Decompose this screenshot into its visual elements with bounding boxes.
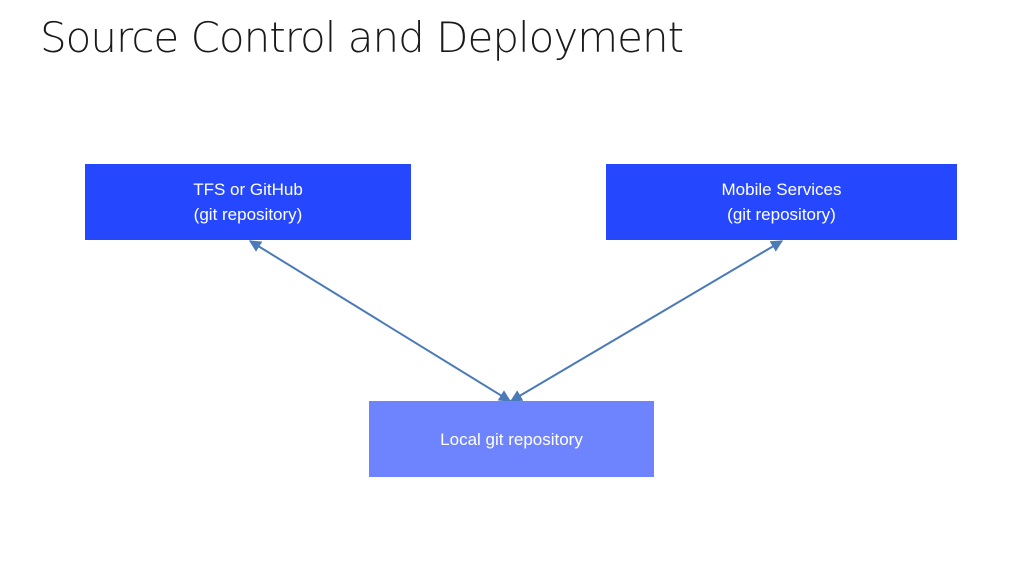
node-mobile-services: Mobile Services (git repository)	[606, 164, 957, 240]
node-tfs-github: TFS or GitHub (git repository)	[85, 164, 411, 240]
arrow-local-to-mobile	[509, 240, 784, 402]
node-mobile-title: Mobile Services	[721, 180, 842, 199]
arrow-local-to-tfs	[248, 240, 512, 402]
slide-title: Source Control and Deployment	[40, 13, 684, 62]
node-local-label: Local git repository	[440, 429, 583, 449]
node-local-repository: Local git repository	[369, 401, 654, 477]
node-mobile-subtitle: (git repository)	[727, 205, 836, 224]
node-tfs-subtitle: (git repository)	[193, 205, 303, 224]
node-tfs-title: TFS or GitHub	[193, 180, 303, 199]
